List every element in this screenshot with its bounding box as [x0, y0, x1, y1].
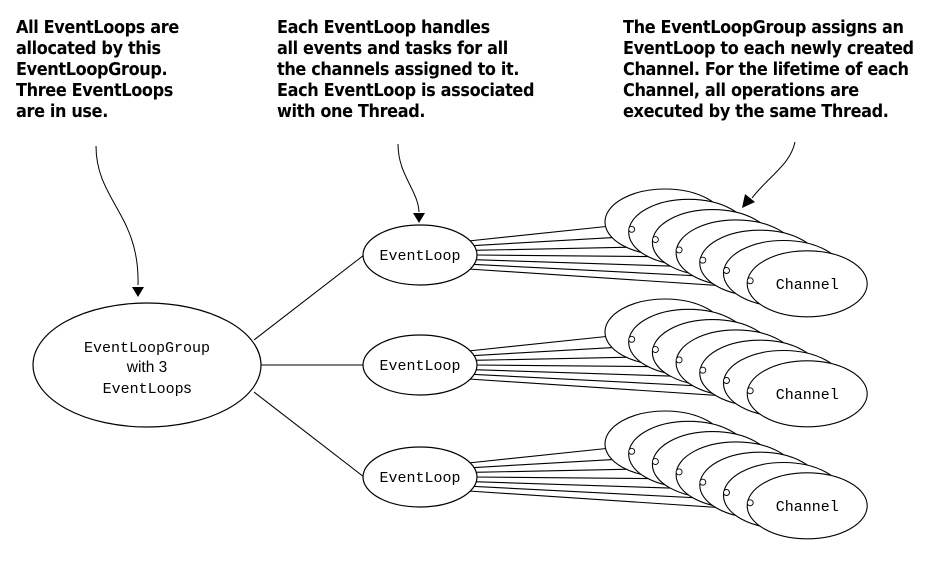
channel-stack-1: Channel [604, 188, 868, 318]
channel-node [746, 250, 868, 318]
arrow-to-channels [751, 141, 796, 199]
arrowhead-group [132, 287, 144, 297]
connection-line [472, 345, 635, 357]
channel-port [651, 236, 659, 244]
eventloop-node-2: EventLoop [362, 334, 478, 396]
group-to-eventloop-edges [253, 254, 365, 478]
connection-line [472, 457, 635, 469]
channel-port [746, 387, 754, 395]
connection-line [474, 369, 706, 378]
connection-line [472, 235, 635, 247]
annotation-eventloop-note: Each EventLoop handles all events and ta… [277, 18, 535, 122]
channel-port [699, 256, 707, 264]
annotation-channel-note: The EventLoopGroup assigns an EventLoop … [623, 18, 914, 122]
annotation-allocation-note: All EventLoops are allocated by this Eve… [16, 18, 179, 122]
channel-port [628, 225, 636, 233]
channel-port [746, 277, 754, 285]
channel-port [628, 335, 636, 343]
eventloop-label: EventLoop [379, 248, 460, 265]
arrowhead-channels [742, 194, 755, 208]
connection-line [468, 225, 612, 242]
channel-label: Channel [776, 499, 839, 516]
connection-line [468, 378, 754, 399]
channel-port [651, 458, 659, 466]
eventloop-label: EventLoop [379, 470, 460, 487]
channel-stack-3: Channel [604, 410, 868, 540]
arrow-to-eventloop [397, 143, 420, 213]
channel-port [746, 499, 754, 507]
channel-port [699, 478, 707, 486]
connection-line [468, 335, 612, 352]
connection-line [474, 259, 706, 268]
connection-line [468, 268, 754, 289]
channel-port [723, 377, 730, 384]
channel-stack-2: Channel [604, 298, 868, 428]
connection-line [468, 447, 612, 464]
connection-line [472, 373, 730, 389]
connection-line [472, 263, 730, 279]
edge-group-to-eventloop-3 [253, 391, 365, 478]
channel-port [675, 356, 683, 364]
channel-label: Channel [776, 277, 839, 294]
eventloop-node-1: EventLoop [362, 224, 478, 286]
edge-group-to-eventloop-1 [253, 254, 365, 341]
eventloopgroup-node: EventLoopGroup with 3 EventLoops [32, 302, 262, 428]
channel-port [628, 447, 636, 455]
group-label-loops: EventLoops [103, 380, 192, 398]
arrowhead-eventloop [413, 213, 425, 223]
channel-port [651, 346, 659, 354]
eventloop-to-channel-lines [468, 225, 754, 511]
channel-port [699, 366, 707, 374]
eventloop-node-3: EventLoop [362, 446, 478, 508]
arrow-to-group [95, 145, 139, 286]
channel-port [675, 468, 683, 476]
channel-port [723, 267, 730, 274]
eventloop-label: EventLoop [379, 358, 460, 375]
channel-label: Channel [776, 387, 839, 404]
connection-line [472, 485, 730, 501]
connection-line [468, 490, 754, 511]
channel-port [723, 489, 730, 496]
connection-line [474, 481, 706, 490]
group-label-count: with 3 [126, 359, 168, 376]
channel-port [675, 246, 683, 254]
group-label-name: EventLoopGroup [84, 340, 210, 357]
channel-node [746, 360, 868, 428]
channel-node [746, 472, 868, 540]
